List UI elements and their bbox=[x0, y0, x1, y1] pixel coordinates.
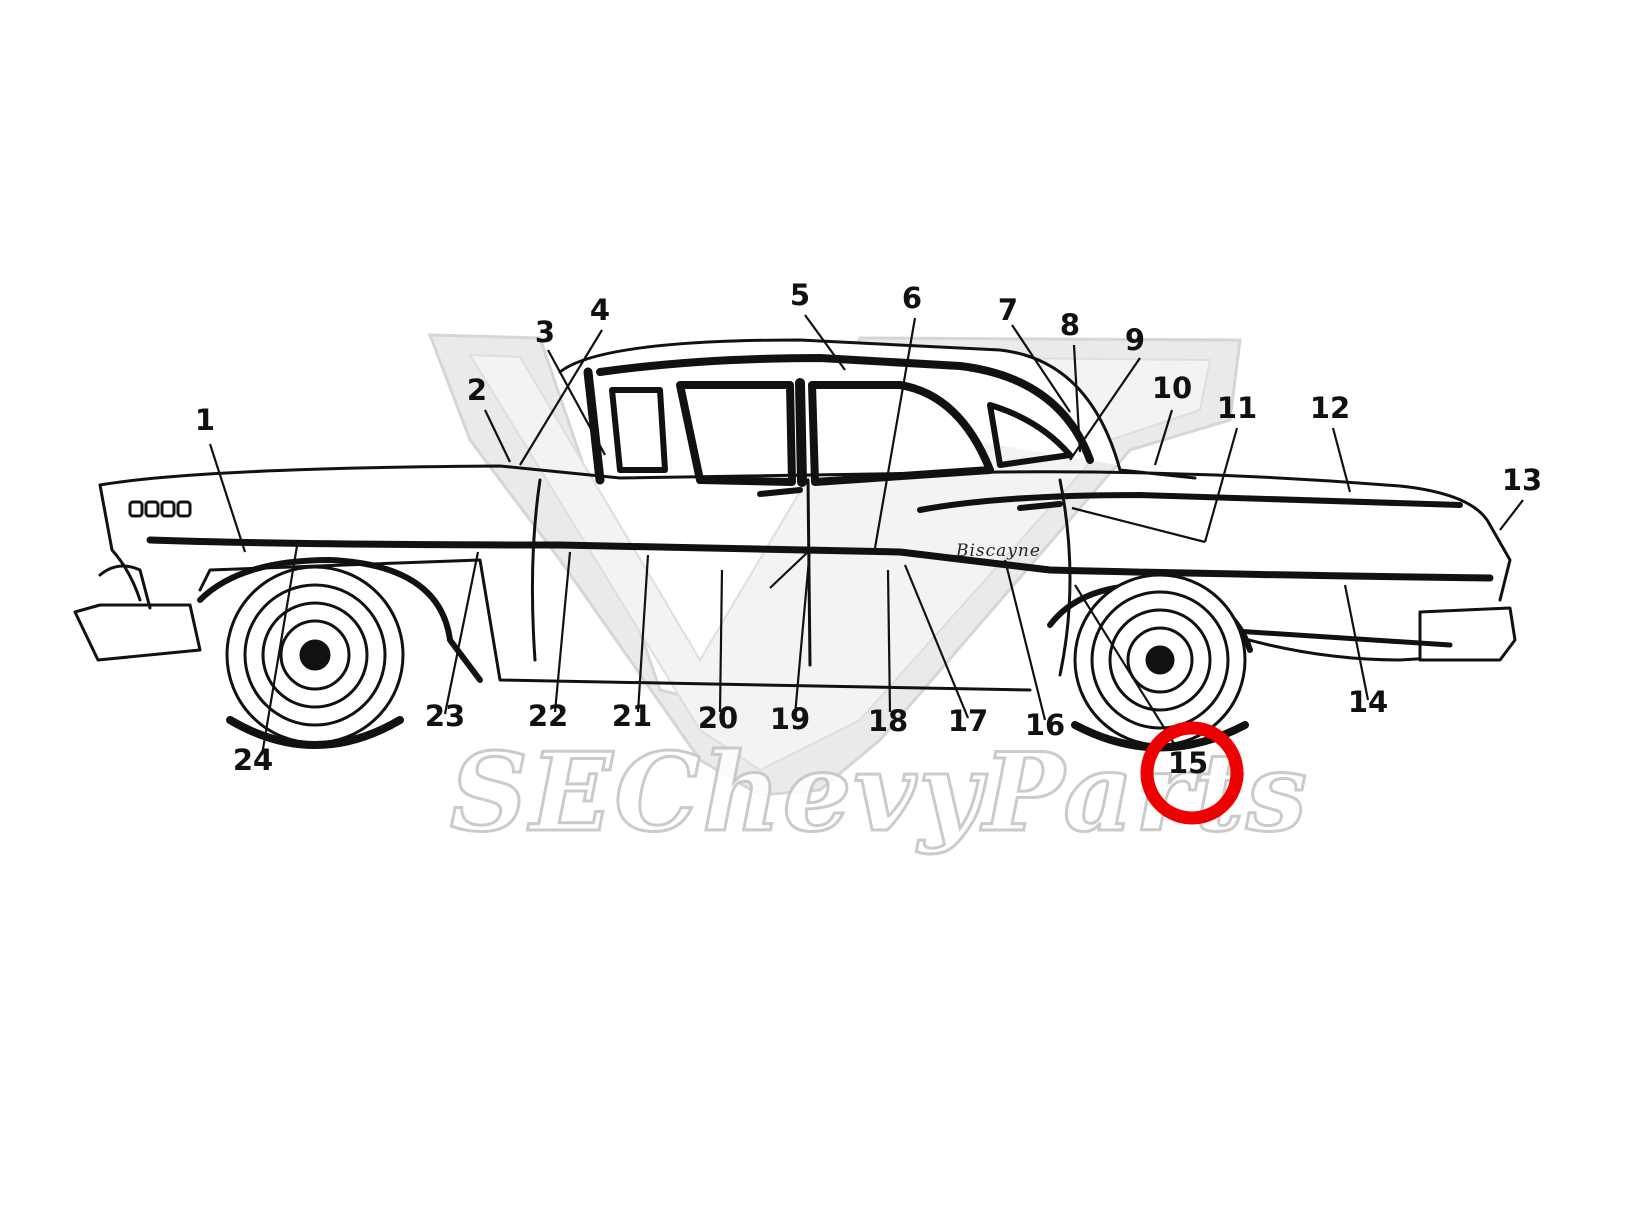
callout-15: 15 bbox=[1168, 746, 1208, 780]
callout-17: 17 bbox=[948, 704, 988, 738]
vent-window bbox=[609, 387, 668, 473]
callout-7: 7 bbox=[998, 293, 1018, 327]
front-door-edge bbox=[530, 478, 542, 662]
callout-1: 1 bbox=[195, 403, 215, 437]
tail-fin bbox=[1488, 523, 1512, 602]
callout-13: 13 bbox=[1502, 463, 1542, 497]
rear-door-handle bbox=[1017, 501, 1063, 511]
callout-9: 9 bbox=[1125, 323, 1145, 357]
rear-quarter-spear bbox=[917, 492, 1463, 513]
callout-8: 8 bbox=[1060, 308, 1080, 342]
front-wheel-well bbox=[197, 557, 483, 683]
model-script-emblem: Biscayne bbox=[955, 541, 1041, 561]
callout-5: 5 bbox=[790, 278, 810, 312]
highlight-circle bbox=[1140, 721, 1244, 825]
leader-lines bbox=[208, 314, 1524, 756]
car-illustration bbox=[73, 338, 1517, 752]
callout-16: 16 bbox=[1025, 708, 1065, 742]
rear-quarter-window bbox=[987, 402, 1073, 468]
callout-24: 24 bbox=[233, 743, 273, 777]
headlight-vents bbox=[128, 500, 192, 518]
b-pillar bbox=[795, 378, 807, 487]
callout-2: 2 bbox=[467, 373, 487, 407]
front-door-handle bbox=[757, 487, 803, 497]
callout-3: 3 bbox=[535, 315, 555, 349]
callout-12: 12 bbox=[1310, 391, 1350, 425]
rear-bumper bbox=[1418, 606, 1517, 662]
rear-door-window bbox=[808, 381, 994, 486]
front-wheel bbox=[225, 565, 405, 745]
front-door-window bbox=[676, 381, 796, 486]
callout-20: 20 bbox=[698, 701, 738, 735]
rear-wheel bbox=[1073, 573, 1247, 747]
front-fender-line bbox=[98, 483, 142, 602]
windshield bbox=[583, 367, 605, 485]
grille-accent bbox=[98, 564, 152, 610]
callout-14: 14 bbox=[1348, 685, 1388, 719]
callout-6: 6 bbox=[902, 281, 922, 315]
front-bumper bbox=[73, 603, 202, 662]
callout-4: 4 bbox=[590, 293, 610, 327]
rocker-panel bbox=[198, 558, 1032, 692]
callout-22: 22 bbox=[528, 699, 568, 733]
callout-23: 23 bbox=[425, 699, 465, 733]
front-tire-shadow bbox=[226, 716, 404, 749]
callout-10: 10 bbox=[1152, 371, 1192, 405]
hood-line bbox=[98, 464, 1492, 527]
rear-quarter-lower-spear bbox=[1217, 627, 1453, 648]
callout-11: 11 bbox=[1217, 391, 1257, 425]
callout-18: 18 bbox=[868, 704, 908, 738]
center-door-edge bbox=[806, 478, 812, 667]
front-fender-spear bbox=[146, 536, 1494, 582]
callout-19: 19 bbox=[770, 702, 810, 736]
roof-drip-molding bbox=[596, 354, 1094, 464]
rear-door-edge bbox=[1058, 478, 1072, 677]
callout-21: 21 bbox=[612, 699, 652, 733]
